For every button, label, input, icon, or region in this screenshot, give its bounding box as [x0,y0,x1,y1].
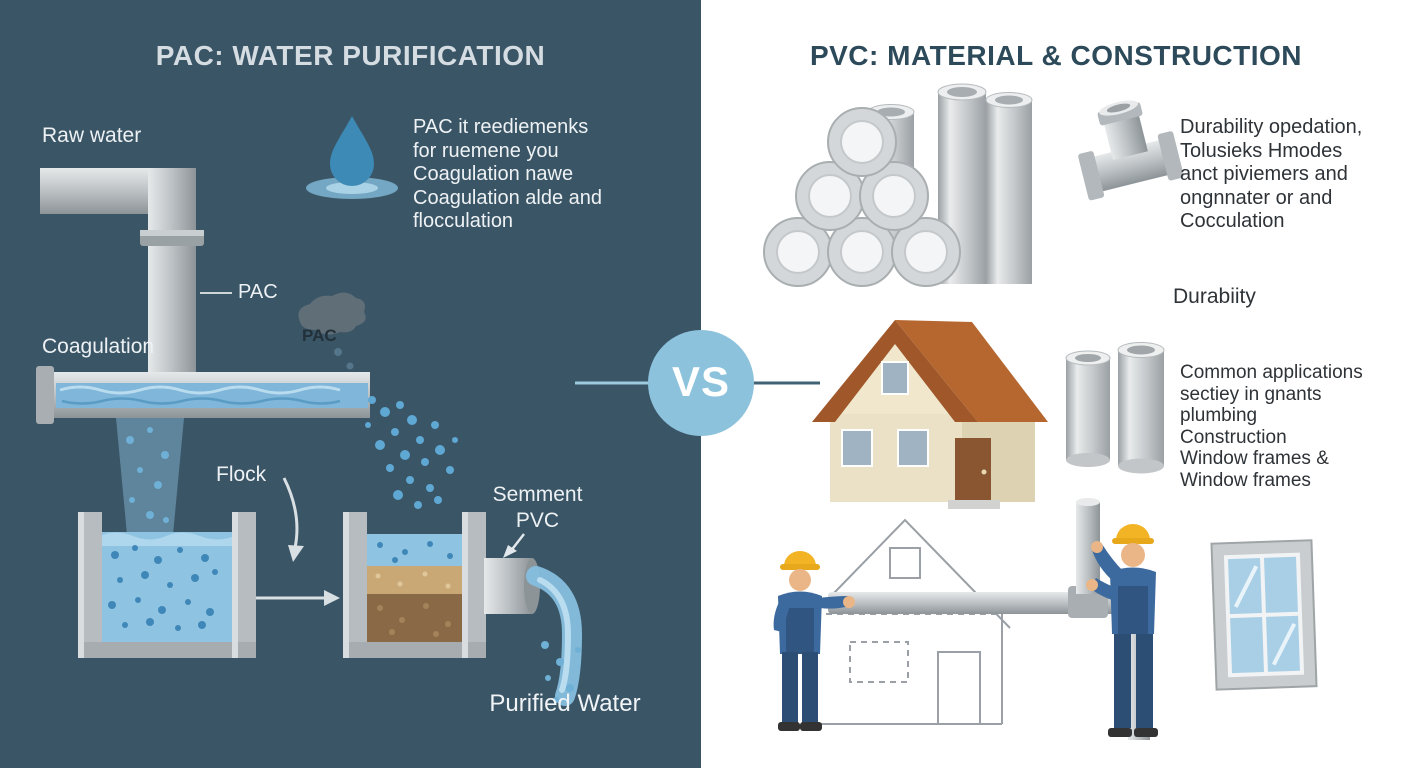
sediment-label-line: Semment [492,483,583,506]
pac-title: PAC: WATER PURIFICATION [155,40,546,71]
durability-label: Durabiity [1173,285,1256,308]
pac-description-line: PAC it reediemenks [413,116,589,138]
droplet-spray [365,396,458,509]
pac-blob-icon [298,292,366,370]
sediment-label-line: PVC [515,509,560,532]
pvc-applications-line: plumbing [1180,405,1258,426]
sedimentation-tank [343,512,540,658]
pvc-applications-line: Common applications [1180,362,1363,383]
water-drop-icon [306,116,398,199]
pvc-applications-line: Construction [1180,426,1287,448]
raw-water-pipe [40,168,204,403]
pac-description-line: Coagulation nawe [413,163,574,185]
house-illustration [812,320,1048,509]
pvc-properties-line: Cocculation [1180,210,1285,232]
pvc-properties: Durability opedation, Tolusieks Hmodes a… [1180,116,1362,234]
raw-water-stream [116,418,184,545]
pvc-applications: Common applications sectiey in gnants pl… [1180,362,1363,491]
vs-circle [648,330,754,436]
pvc-applications-line: Window frames & [1180,448,1329,469]
sediment-arrow [503,533,525,558]
purified-water-stream [526,566,583,706]
pvc-properties-line: ongnnater or and [1180,186,1333,209]
pvc-properties-line: Durability opedation, [1180,116,1363,138]
vs-label: VS [671,358,731,405]
pac-blob-label: PAC [302,326,337,345]
coagulation-pipe [36,366,370,424]
pvc-properties-line: Tolusieks Hmodes [1180,139,1343,162]
flow-arrows [256,477,340,606]
construction-pipes [828,498,1152,740]
sediment-label: Semment PVC [480,482,595,534]
worker-right [1086,524,1158,737]
coagulation-label: Coagulation [42,335,155,358]
pvc-properties-line: anct piviemers and [1180,163,1348,185]
pvc-applications-line: sectiey in gnants [1180,383,1322,405]
pvc-pipe-cylinders [1065,342,1165,474]
pac-description-line: for ruemene you [413,139,559,162]
coagulation-tank [78,512,256,658]
raw-water-label: Raw water [42,124,142,147]
pac-callout-label: PAC [238,281,278,303]
purified-water-label: Purified Water [489,690,641,717]
window-frame-illustration [1210,539,1318,691]
pvc-applications-line: Window frames [1180,469,1311,491]
pvc-pipes-stack [763,83,1033,287]
pvc-tee-fitting [1078,100,1184,201]
worker-left [773,551,855,731]
pvc-title: PVC: MATERIAL & CONSTRUCTION [809,40,1303,71]
construction-house-outline [799,518,1011,725]
vs-connector [575,330,820,436]
pac-description-line: Coagulation alde and [413,186,603,209]
pac-description-line: flocculation [413,210,514,232]
flock-label: Flock [216,463,267,486]
pac-description: PAC it reediemenks for ruemene you Coagu… [413,116,602,234]
